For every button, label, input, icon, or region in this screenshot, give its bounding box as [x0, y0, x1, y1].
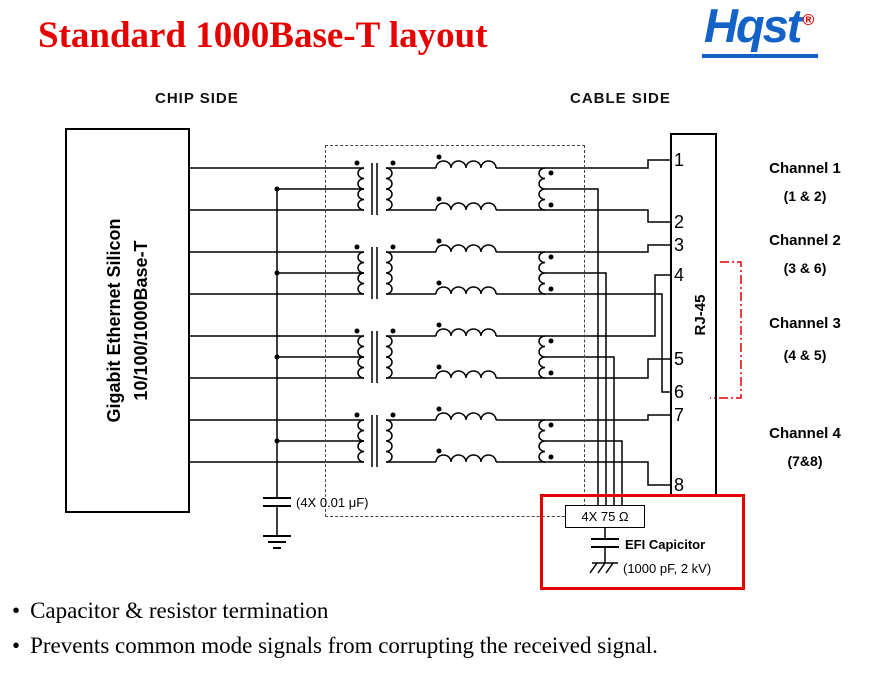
- efi-cap-value-label: (1000 pF, 2 kV): [623, 561, 712, 576]
- channel-4-pair: (7&8): [787, 453, 823, 469]
- ethernet-silicon-box: [65, 128, 190, 513]
- rj45-pin-8: 8: [674, 475, 685, 495]
- ethernet-silicon-label: Gigabit Ethernet Silicon 10/100/1000Base…: [65, 128, 190, 513]
- channel-2-name: Channel 2: [769, 232, 841, 249]
- chip-label-line2: 10/100/1000Base-T: [130, 240, 151, 401]
- cable-side-heading: CABLE SIDE: [570, 90, 671, 107]
- rj45-pin-2: 2: [674, 212, 685, 232]
- bullet-marker: •: [12, 598, 21, 623]
- wire-pin8: [570, 461, 670, 486]
- rj45-pin-1: 1: [674, 150, 685, 170]
- channel-1-name: Channel 1: [769, 160, 841, 177]
- bullet-item: • Prevents common mode signals from corru…: [12, 629, 892, 664]
- brand-logo: Hqst®: [702, 0, 819, 58]
- channel-3-name: Channel 3: [769, 315, 841, 332]
- channel-4-name: Channel 4: [769, 425, 841, 442]
- rj45-pin-6: 6: [674, 382, 685, 402]
- bullet-text-1: Capacitor & resistor termination: [30, 598, 329, 623]
- ground-symbol: [263, 535, 291, 549]
- rj45-pin-4: 4: [674, 265, 685, 285]
- registered-mark: ®: [802, 12, 815, 30]
- bullet-text-2: Prevents common mode signals from corrup…: [30, 632, 658, 658]
- wire-pin5: [570, 358, 670, 379]
- channel-3-pair: (4 & 5): [783, 347, 827, 363]
- rj45-connector-label: RJ-45: [692, 294, 709, 336]
- bullet-list: • Capacitor & resistor termination • Preve…: [12, 594, 892, 663]
- chip-cap-value-label: (4X 0.01 μF): [296, 495, 369, 510]
- termination-highlight-box: [540, 494, 745, 590]
- wire-pin7: [570, 414, 670, 421]
- wire-pin3: [570, 244, 670, 253]
- rj45-pin-3: 3: [674, 235, 685, 255]
- efi-cap-name-label: EFI Capicitor: [625, 537, 706, 552]
- chip-label-line1: Gigabit Ethernet Silicon: [103, 218, 124, 423]
- bullet-item: • Capacitor & resistor termination: [12, 594, 892, 629]
- page-title: Standard 1000Base-T layout: [38, 15, 488, 56]
- capacitor-symbol: [263, 497, 291, 507]
- wire-pin6: [570, 293, 670, 393]
- wire-pin4: [570, 274, 670, 337]
- magnetics-module-outline: [325, 145, 585, 517]
- chip-side-heading: CHIP SIDE: [155, 90, 239, 107]
- wire-pin2: [570, 209, 670, 223]
- brand-logo-text: Hqst: [704, 0, 802, 52]
- termination-resistor-box: 4X 75 Ω: [565, 505, 645, 528]
- rj45-pin-7: 7: [674, 405, 685, 425]
- rj45-pin-5: 5: [674, 349, 685, 369]
- bullet-marker: •: [12, 632, 21, 658]
- wire-pin1: [570, 159, 670, 169]
- channel-2-pair: (3 & 6): [783, 260, 827, 276]
- channel-1-pair: (1 & 2): [783, 188, 827, 204]
